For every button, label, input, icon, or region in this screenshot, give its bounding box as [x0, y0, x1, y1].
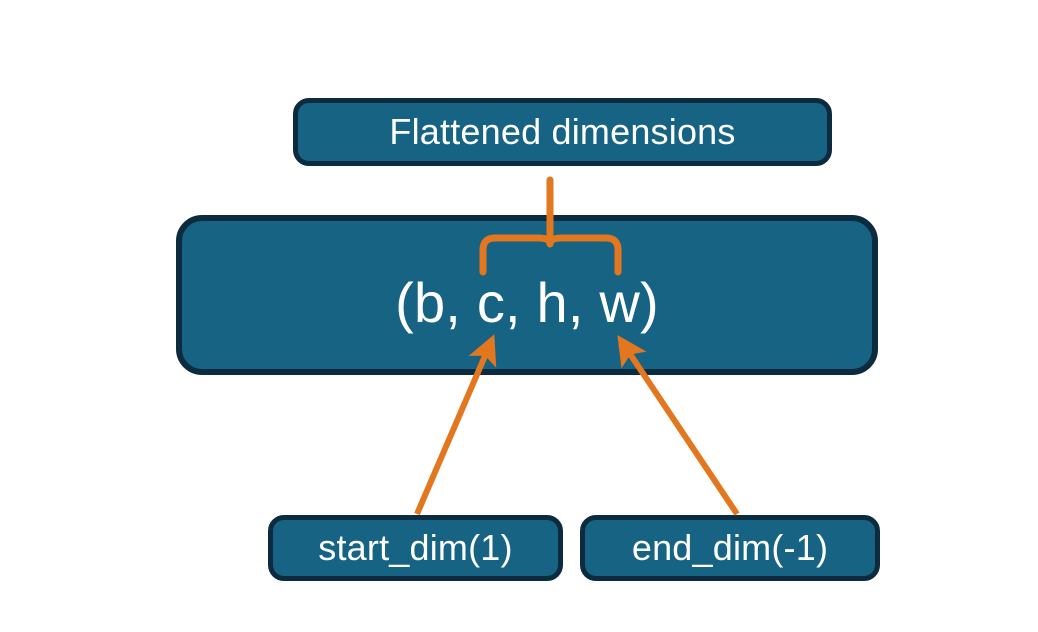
node-tensor-shape-label: (b, c, h, w) — [395, 271, 659, 334]
node-end-dim-label: end_dim(-1) — [631, 527, 829, 568]
node-start-dim-label: start_dim(1) — [318, 527, 513, 568]
node-tensor-shape[interactable]: (b, c, h, w) — [176, 215, 878, 375]
node-start-dim[interactable]: start_dim(1) — [268, 515, 563, 581]
node-flattened-dimensions-label: Flattened dimensions — [389, 111, 736, 152]
node-flattened-dimensions[interactable]: Flattened dimensions — [293, 98, 832, 166]
node-end-dim[interactable]: end_dim(-1) — [580, 515, 880, 581]
